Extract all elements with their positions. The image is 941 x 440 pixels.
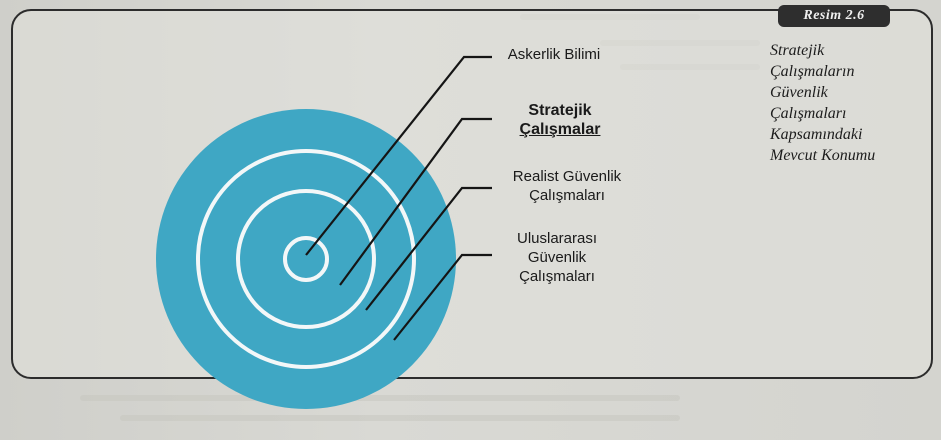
label-line: Çalışmaları: [519, 268, 595, 285]
figure-tag: Resim 2.6: [778, 5, 890, 27]
outer-disk: [156, 109, 456, 409]
label-line: Askerlik Bilimi: [507, 46, 601, 63]
label-askerlik-bilimi: Askerlik Bilimi: [492, 45, 616, 64]
label-line: Güvenlik: [527, 249, 587, 266]
leader-line-uluslararasi-guvenlik: [393, 253, 492, 341]
figure-caption: Stratejik Çalışmaların Güvenlik Çalışmal…: [770, 42, 876, 164]
background-text-line: [120, 415, 680, 421]
label-stratejik-calismalar: Stratejik Çalışmalar: [498, 101, 622, 139]
ring-askerlik-bilimi: [283, 236, 329, 282]
label-line: Uluslararası: [516, 230, 598, 247]
figure-panel: [11, 9, 933, 379]
leader-line-askerlik-bilimi: [305, 55, 492, 256]
ring-realist-guvenlik: [196, 149, 416, 369]
label-line: Realist Güvenlik: [512, 168, 622, 185]
leader-line-realist-guvenlik: [365, 186, 492, 311]
label-realist-guvenlik: Realist Güvenlik Çalışmaları: [492, 167, 642, 205]
label-line-underlined: Çalışmalar: [519, 121, 601, 138]
label-line: Stratejik: [528, 102, 592, 119]
background-text-line: [80, 395, 680, 401]
label-uluslararasi-guvenlik: Uluslararası Güvenlik Çalışmaları: [492, 229, 622, 286]
label-line: Çalışmaları: [529, 187, 605, 204]
ring-stratejik-calismalar: [236, 189, 376, 329]
leader-line-stratejik-calismalar: [339, 117, 492, 286]
